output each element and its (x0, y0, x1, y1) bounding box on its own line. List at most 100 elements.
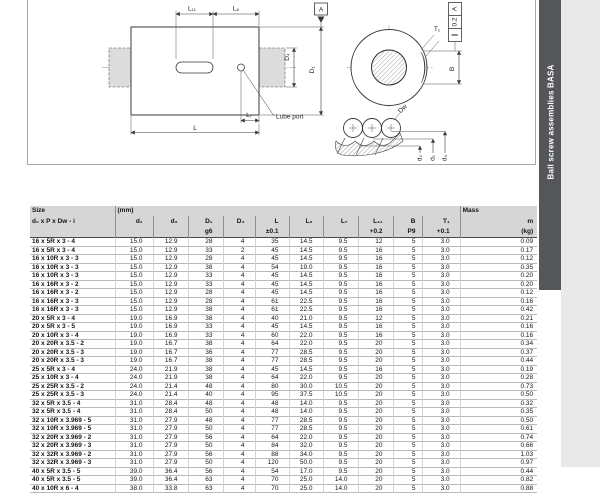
header-col-L7: L₇ (322, 216, 358, 227)
value-cell: 12.9 (152, 271, 188, 280)
value-cell: 4 (222, 331, 255, 340)
value-cell: 16.7 (152, 339, 188, 348)
header-tol-D1: g6 (187, 227, 223, 238)
value-cell: 16 (357, 331, 393, 340)
value-cell: 17.0 (288, 467, 323, 476)
keyway-section (420, 51, 426, 84)
value-cell: 12.9 (152, 305, 188, 314)
value-cell: 15.0 (114, 280, 153, 289)
value-cell: 0.50 (459, 390, 538, 399)
header-tol-m: (kg) (459, 227, 538, 238)
size-cell: 25 x 25R x 3.5 - 3 (32, 391, 85, 398)
size-cell: 40 x 5R x 3.5 - 5 (32, 476, 81, 483)
value-cell: 0.12 (459, 254, 538, 263)
value-cell: 3.0 (421, 441, 461, 450)
value-cell: 4 (222, 314, 255, 323)
value-cell: 14.5 (288, 288, 323, 297)
value-cell: 0.16 (459, 297, 538, 306)
value-cell: 15.0 (114, 271, 153, 280)
value-cell: 20 (357, 373, 393, 382)
value-cell: 9.5 (322, 424, 358, 433)
value-cell: 0.21 (459, 314, 538, 323)
value-cell: 9.5 (322, 450, 358, 459)
value-cell: 45 (254, 271, 289, 280)
value-cell: 61 (254, 305, 289, 314)
value-cell: 34.0 (288, 450, 323, 459)
dim-label-b: B (449, 67, 456, 71)
dim-label-d2: d₂ (417, 154, 424, 161)
value-cell: 28.5 (288, 424, 323, 433)
value-cell: 0.28 (459, 373, 538, 382)
value-cell: 3.0 (421, 356, 461, 365)
dimensions-table: Size (mm) Mass d₀ x P x Dw - i d₁ d₂ D₁ … (30, 206, 538, 493)
value-cell: 4 (222, 322, 255, 331)
value-cell: 28.4 (152, 407, 188, 416)
value-cell: 5 (392, 467, 422, 476)
value-cell: 31.0 (114, 450, 153, 459)
value-cell: 5 (392, 339, 422, 348)
value-cell: 70 (254, 484, 289, 493)
value-cell: 4 (222, 297, 255, 306)
value-cell: 5 (392, 356, 422, 365)
value-cell: 9.5 (322, 254, 358, 263)
value-cell: 9.5 (322, 271, 358, 280)
value-cell: 20 (357, 484, 393, 493)
size-cell: 20 x 5R x 3 - 5 (32, 323, 75, 330)
value-cell: 38 (187, 339, 223, 348)
value-cell: 48 (187, 399, 223, 408)
dim-label-d4: D₄ (284, 53, 291, 61)
header-col-L: L (254, 216, 289, 227)
size-cell: 20 x 20R x 3.5 - 2 (32, 340, 85, 347)
value-cell: 9.5 (322, 263, 358, 272)
value-cell: 20 (357, 441, 393, 450)
header-tol-L7 (322, 227, 358, 238)
value-cell: 27.9 (152, 458, 188, 467)
value-cell: 4 (222, 305, 255, 314)
value-cell: 45 (254, 280, 289, 289)
value-cell: 32.0 (288, 441, 323, 450)
value-cell: 56 (187, 450, 223, 459)
value-cell: 3.0 (421, 484, 461, 493)
value-cell: 37.5 (288, 390, 323, 399)
size-cell: 32 x 20R x 3.969 - 3 (32, 442, 92, 449)
value-cell: 25.0 (288, 475, 323, 484)
value-cell: 21.9 (152, 365, 188, 374)
value-cell: 54 (254, 263, 289, 272)
value-cell: 3.0 (421, 263, 461, 272)
value-cell: 77 (254, 424, 289, 433)
technical-drawing-panel: L₁₁ L₆ D₄ D₁ A (27, 0, 536, 165)
size-cell: 16 x 16R x 3 - 3 (32, 306, 79, 313)
value-cell: 4 (222, 254, 255, 263)
value-cell: 0.50 (459, 416, 538, 425)
header-col-T1: T₁ (421, 216, 461, 227)
value-cell: 5 (392, 271, 422, 280)
value-cell: 31.0 (114, 416, 153, 425)
size-cell: 32 x 5R x 3.5 - 4 (32, 399, 81, 407)
value-cell: 5 (392, 458, 422, 467)
value-cell: 0.88 (459, 484, 538, 493)
value-cell: 12.9 (152, 280, 188, 289)
value-cell: 64 (254, 433, 289, 442)
value-cell: 33 (187, 280, 223, 289)
value-cell: 20 (357, 433, 393, 442)
value-cell: 31.0 (114, 407, 153, 416)
value-cell: 4 (222, 475, 255, 484)
value-cell: 5 (392, 424, 422, 433)
value-cell: 48 (254, 407, 289, 416)
value-cell: 5 (392, 433, 422, 442)
size-cell: 16 x 16R x 3 - 3 (32, 297, 79, 305)
value-cell: 9.5 (322, 280, 358, 289)
value-cell: 9.5 (322, 339, 358, 348)
value-cell: 3.0 (421, 390, 461, 399)
header-size-formula: d₀ x P x Dw - i (30, 216, 115, 227)
value-cell: 24.0 (114, 373, 153, 382)
size-cell: 16 x 5R x 3 - 4 (32, 238, 75, 245)
value-cell: 120 (254, 458, 289, 467)
value-cell: 21.4 (152, 390, 188, 399)
lube-port-label: Lube port (276, 114, 304, 121)
size-cell: 20 x 20R x 3.5 - 3 (32, 357, 85, 364)
size-cell: 25 x 25R x 3.5 - 2 (32, 382, 85, 390)
value-cell: 84 (254, 441, 289, 450)
value-cell: 38 (187, 373, 223, 382)
